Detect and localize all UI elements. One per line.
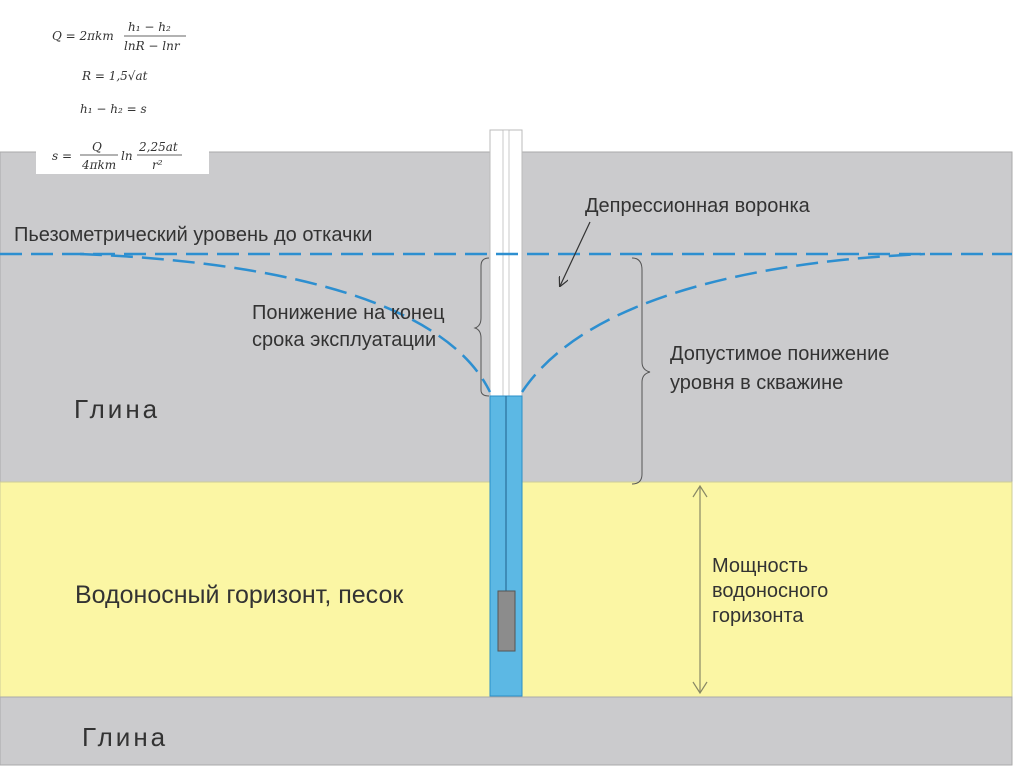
aquifer-label: Водоносный горизонт, песок [75, 581, 404, 609]
formula-flow-rate: Q = 2πkm h₁ − h₂ lnR − lnr [52, 20, 186, 53]
piezometric-level-label: Пьезометрический уровень до откачки [14, 224, 372, 246]
formula-drawdown: s = Q 4πkm ln 2,25at r² [52, 140, 182, 172]
svg-text:4πkm: 4πkm [81, 158, 116, 172]
svg-text:h₁ − h₂ = s: h₁ − h₂ = s [80, 102, 147, 116]
thickness-label-line1: Мощность [712, 555, 808, 577]
allowable-drawdown-line2: уровня в скважине [670, 372, 843, 394]
svg-text:2,25at: 2,25at [138, 140, 178, 154]
formula-radius: R = 1,5√at [81, 69, 148, 83]
funnel-pointer-arrow [560, 221, 591, 286]
drawdown-label-line2: срока эксплуатации [252, 329, 436, 351]
thickness-label-line3: горизонта [712, 605, 804, 627]
allowable-drawdown-line1: Допустимое понижение [670, 343, 889, 365]
formula-head-difference: h₁ − h₂ = s [80, 102, 147, 116]
formula-box [36, 0, 209, 174]
svg-text:s =: s = [52, 149, 72, 163]
clay-bottom-label: Глина [82, 722, 168, 752]
clay-bottom-layer [0, 696, 1013, 766]
svg-text:R = 1,5√at: R = 1,5√at [81, 69, 148, 83]
svg-text:Q: Q [92, 140, 102, 154]
thickness-arrow-top [692, 484, 708, 498]
svg-text:h₁ − h₂: h₁ − h₂ [128, 20, 171, 34]
svg-text:r²: r² [152, 158, 163, 172]
svg-text:ln: ln [121, 149, 133, 163]
thickness-label-line2: водоносного [712, 580, 828, 602]
allowable-drawdown-brace [631, 257, 651, 485]
pump [497, 590, 516, 652]
drawdown-label-line1: Понижение на конец [252, 302, 445, 324]
drawdown-brace [473, 257, 490, 397]
thickness-arrow-bottom [692, 681, 708, 695]
svg-text:lnR − lnr: lnR − lnr [124, 39, 181, 53]
depression-funnel-left [79, 252, 492, 393]
depression-funnel-right [520, 252, 926, 393]
depression-funnel-label: Депрессионная воронка [585, 195, 811, 217]
clay-top-label: Глина [74, 394, 160, 424]
svg-text:Q = 2πkm: Q = 2πkm [52, 29, 114, 43]
